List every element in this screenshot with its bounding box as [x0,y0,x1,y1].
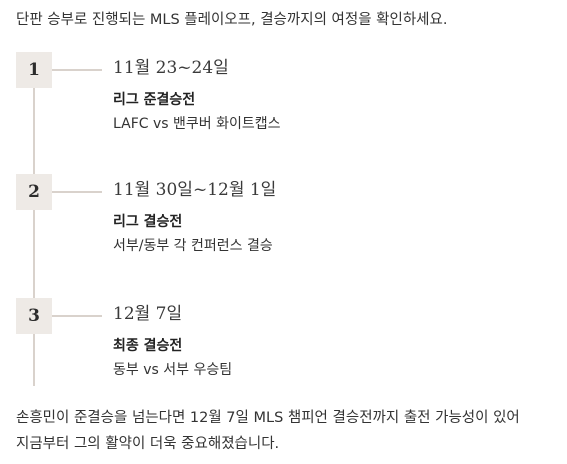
step-round-title: 리그 준결승전 [113,92,196,108]
step-number-badge: 3 [16,298,52,334]
step-matchup: 동부 vs 서부 우승팀 [113,362,233,378]
step-date: 11월 30일~12월 1일 [113,180,277,200]
step-connector-line [52,191,102,193]
timeline-step-2: 2 11월 30일~12월 1일 리그 결승전 서부/동부 각 컨퍼런스 결승 [16,174,556,264]
step-number-badge: 2 [16,174,52,210]
intro-text: 단판 승부로 진행되는 MLS 플레이오프, 결승까지의 여정을 확인하세요. [16,12,448,28]
step-date: 12월 7일 [113,304,183,324]
step-matchup: 서부/동부 각 컨퍼런스 결승 [113,238,273,254]
step-round-title: 최종 결승전 [113,338,183,354]
step-connector-line [52,69,102,71]
outro-line-1: 손흥민이 준결승을 넘는다면 12월 7일 MLS 챔피언 결승전까지 출전 가… [16,410,520,426]
step-number-badge: 1 [16,52,52,88]
timeline-vertical-line [33,70,35,386]
step-connector-line [52,315,102,317]
timeline-step-1: 1 11월 23~24일 리그 준결승전 LAFC vs 밴쿠버 화이트캡스 [16,52,556,142]
step-round-title: 리그 결승전 [113,214,183,230]
step-matchup: LAFC vs 밴쿠버 화이트캡스 [113,116,281,132]
timeline-step-3: 3 12월 7일 최종 결승전 동부 vs 서부 우승팀 [16,298,556,388]
step-date: 11월 23~24일 [113,58,229,78]
outro-line-2: 지금부터 그의 활약이 더욱 중요해졌습니다. [16,436,280,452]
outro-text: 손흥민이 준결승을 넘는다면 12월 7일 MLS 챔피언 결승전까지 출전 가… [16,405,556,457]
